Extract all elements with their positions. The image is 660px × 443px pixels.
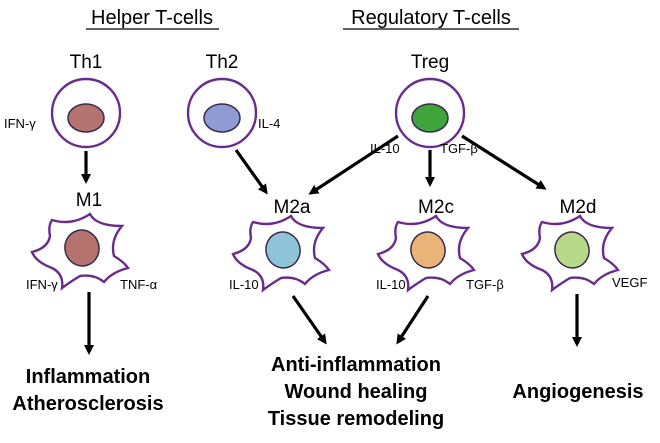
m1-cytokine-tnfa: TNF-α [120, 277, 158, 292]
m2c-cytokine-tgfb: TGF-β [466, 277, 504, 292]
arrow-treg-to-m2d [461, 134, 547, 190]
th1-label: Th1 [70, 52, 103, 73]
m2a-label: M2a [274, 197, 311, 218]
m2c-macrophage [376, 214, 476, 293]
th1-cell [50, 77, 122, 149]
outcome-atherosclerosis: Atherosclerosis [12, 393, 163, 415]
treg-cytokine-il10: IL-10 [370, 141, 400, 156]
outcome-wound-healing: Wound healing [285, 381, 428, 403]
arrow-treg-to-m2a [308, 134, 399, 195]
treg-cell [394, 77, 466, 149]
m2d-nucleus [554, 231, 590, 269]
th2-nucleus [203, 103, 241, 133]
treg-label: Treg [411, 52, 449, 73]
th1-nucleus [67, 103, 105, 133]
m2a-nucleus [265, 231, 301, 269]
m2d-cytokine-vegf: VEGF [612, 275, 647, 290]
m1-label: M1 [76, 190, 102, 211]
outcome-tissue-remodeling: Tissue remodeling [268, 408, 444, 430]
header-regulatory-t-cells: Regulatory T-cells [351, 7, 511, 29]
arrow-th2-to-m2a [234, 149, 268, 195]
treg-cytokine-tgfb: TGF-β [440, 141, 478, 156]
m2d-label: M2d [560, 197, 597, 218]
outcome-angiogenesis: Angiogenesis [512, 381, 643, 403]
th2-cytokine: IL-4 [258, 116, 280, 131]
m2a-cytokine-il10: IL-10 [229, 277, 259, 292]
m1-nucleus [64, 229, 100, 267]
m1-macrophage [30, 212, 130, 291]
th2-cell [186, 77, 258, 149]
m2c-nucleus [410, 231, 446, 269]
treg-nucleus [411, 103, 449, 133]
m2d-macrophage [520, 214, 620, 293]
outcome-inflammation: Inflammation [26, 366, 150, 388]
m2a-macrophage [231, 214, 331, 293]
m2c-label: M2c [418, 197, 454, 218]
arrow-m2a-to-outcome [291, 295, 327, 345]
th2-label: Th2 [206, 52, 239, 73]
header-helper-t-cells: Helper T-cells [91, 7, 213, 29]
m1-cytokine-ifng: IFN-γ [26, 277, 58, 292]
th1-cytokine: IFN-γ [4, 116, 36, 131]
arrow-m2c-to-outcome [396, 295, 430, 345]
outcome-anti-inflammation: Anti-inflammation [271, 354, 441, 376]
m2c-cytokine-il10: IL-10 [376, 277, 406, 292]
